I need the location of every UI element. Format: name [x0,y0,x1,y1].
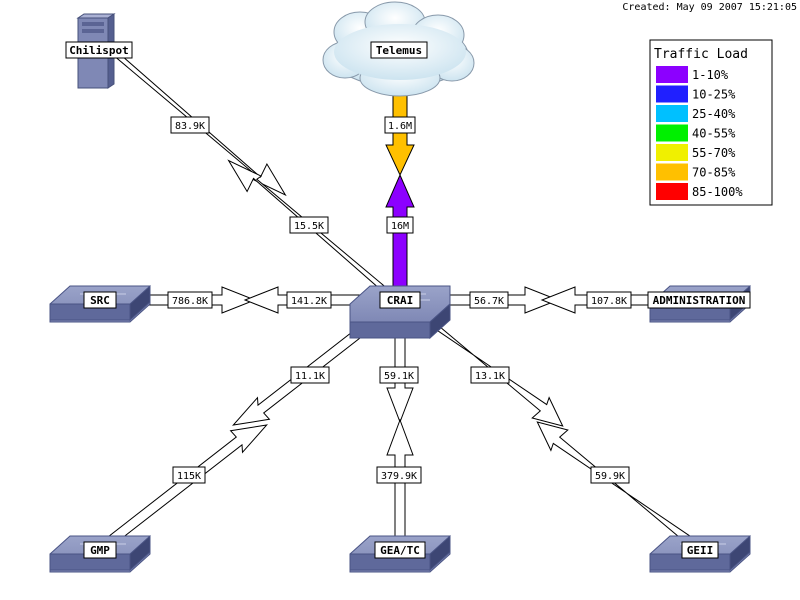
node-telemus[interactable]: Telemus [322,1,475,97]
legend-label: 70-85% [692,166,736,180]
link-src[interactable]: 786.8K 141.2K [99,286,401,314]
link-label-telemus-out: 16M [391,221,409,232]
link-geii[interactable]: 13.1K 59.9K [397,294,703,554]
link-label-administration-out: 56.7K [474,296,504,307]
legend-label: 85-100% [692,185,743,199]
node-gmp[interactable]: GMP [49,534,151,573]
legend-label: 55-70% [692,146,736,160]
node-label-administration: ADMINISTRATION [653,294,746,307]
link-label-chilispot-out: 15.5K [294,221,324,232]
node-label-geii: GEII [687,544,714,557]
link-label-src-in: 786.8K [172,296,208,307]
legend-swatch [656,85,688,103]
legend-label: 40-55% [692,127,736,141]
node-geatc[interactable]: GEA/TC [349,534,451,573]
legend-items: 1-10% 10-25% 25-40% 40-55% 55-70% 70-85% 85-10… [656,66,743,200]
node-label-telemus: Telemus [376,44,422,57]
legend-label: 1-10% [692,68,729,82]
link-label-src-out: 141.2K [291,296,327,307]
node-label-src: SRC [90,294,110,307]
link-label-chilispot-in: 83.9K [175,121,205,132]
link-label-geii-in: 59.9K [595,471,625,482]
link-label-administration-in: 107.8K [591,296,627,307]
legend-swatch [656,144,688,161]
legend-swatch [656,163,688,181]
legend-swatch [656,105,688,122]
legend-swatch [656,124,688,142]
node-label-gmp: GMP [90,544,110,557]
node-label-chilispot: Chilispot [69,44,129,57]
legend-swatch [656,66,688,83]
link-label-gmp-out: 11.1K [295,371,325,382]
node-geii[interactable]: GEII [649,534,751,573]
node-administration[interactable]: ADMINISTRATION [647,284,751,323]
link-chilispot[interactable]: 83.9K 15.5K [109,48,405,308]
link-label-geatc-in: 379.9K [381,471,417,482]
legend-title: Traffic Load [654,47,748,62]
legend-swatch [656,183,688,200]
link-telemus[interactable]: 1.6M 16M [384,84,416,301]
node-label-geatc: GEA/TC [380,544,420,557]
link-label-telemus-in: 1.6M [388,121,412,132]
created-timestamp: Created: May 09 2007 15:21:05 [622,2,797,13]
node-label-crai: CRAI [387,294,414,307]
legend-label: 10-25% [692,88,736,102]
link-label-geatc-out: 59.1K [384,371,414,382]
link-label-geii-out: 13.1K [475,371,505,382]
node-src[interactable]: SRC [49,284,151,323]
legend: Traffic Load 1-10% 10-25% 25-40% 40-55% 55-7… [649,39,773,206]
legend-label: 25-40% [692,107,736,121]
node-crai[interactable]: CRAI [349,285,451,340]
link-label-gmp-in: 115K [177,471,201,482]
link-geatc[interactable]: 59.1K 379.9K [376,299,422,551]
node-chilispot[interactable]: Chilispot [65,13,133,89]
link-administration[interactable]: 56.7K 107.8K [399,286,701,314]
